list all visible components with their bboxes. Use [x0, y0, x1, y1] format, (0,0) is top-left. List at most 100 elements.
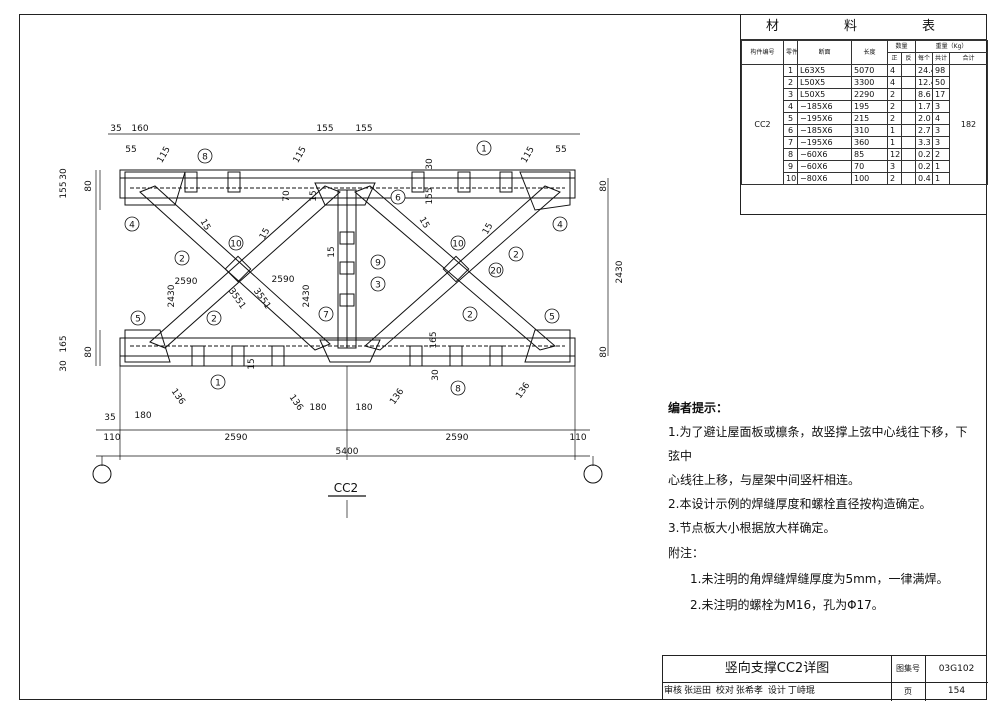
part-mark-circle	[206, 310, 222, 326]
material-cell: 2	[887, 112, 902, 125]
part-mark-label: 3	[375, 281, 381, 291]
dimension-text: 110	[569, 433, 586, 443]
gusset-plates	[124, 171, 571, 363]
material-cell: 2	[932, 148, 951, 161]
material-cell: −185X6	[797, 100, 852, 113]
material-cell: L50X5	[797, 88, 852, 101]
check-name: 张希孝	[735, 686, 763, 696]
dimension-text: 15	[327, 246, 337, 257]
material-cell: −60X6	[797, 148, 852, 161]
material-cell: 2290	[851, 88, 888, 101]
dimension-text: 80	[84, 346, 94, 358]
page-label: 页	[891, 682, 926, 701]
hdr-w-total: 合计	[949, 52, 989, 65]
dimension-text: 136	[287, 393, 305, 413]
dimension-text: 136	[169, 387, 187, 407]
dimension-text: 2590	[446, 433, 469, 443]
part-mark-circle	[450, 380, 466, 396]
material-cell: 215	[851, 112, 888, 125]
dimension-text: 15	[481, 222, 495, 237]
material-cell: 8.6	[915, 88, 934, 101]
part-mark-label: 2	[467, 311, 473, 321]
hdr-qty-neg: 反	[900, 52, 917, 65]
material-cell: 1	[887, 124, 902, 137]
dimension-text: 70	[282, 190, 292, 202]
dimension-text: 30	[425, 158, 435, 170]
material-cell: 3	[932, 136, 951, 149]
dimension-text: 115	[520, 145, 537, 165]
hdr-section: 断面	[797, 40, 852, 65]
part-mark-circle	[544, 308, 560, 324]
material-cell: 360	[851, 136, 888, 149]
dimension-text: 136	[388, 387, 406, 407]
dimension-text: 80	[599, 346, 609, 358]
dimension-text: 5400	[336, 447, 359, 457]
part-mark-label: 6	[395, 194, 401, 204]
note-item: 2.本设计示例的焊缝厚度和螺栓直径按构造确定。	[668, 497, 932, 511]
material-cell: 1	[932, 160, 951, 173]
dimension-text: 155	[316, 124, 333, 134]
dimension-text: 15	[417, 216, 431, 231]
part-mark-label: 9	[375, 259, 381, 269]
material-cell: 1	[932, 172, 951, 185]
material-cell: 0.2	[915, 160, 934, 173]
material-table-title: 材 料 表	[741, 15, 986, 40]
part-mark-circle	[124, 216, 140, 232]
dimension-text: 80	[84, 180, 94, 192]
part-mark-circle	[228, 235, 244, 251]
dimension-text: 15	[247, 358, 257, 369]
design-name: 丁峙琨	[787, 686, 815, 696]
dimension-text: 15	[258, 227, 272, 242]
material-cell: 7	[783, 136, 798, 149]
footnote-item: 2.未注明的螺栓为M16，孔为Φ17。	[690, 598, 884, 612]
material-cell	[900, 136, 917, 149]
design-label: 设计	[767, 686, 786, 696]
footnote-item: 1.未注明的角焊缝焊缝厚度为5mm，一律满焊。	[690, 572, 949, 586]
dimension-text: 110	[103, 433, 120, 443]
dimension-text: 55	[555, 145, 566, 155]
dimension-text: 155	[425, 187, 435, 204]
material-cell: 4	[887, 76, 902, 89]
dimension-text: 2430	[615, 260, 625, 283]
material-cell: 3	[932, 100, 951, 113]
hdr-qty-pos: 正	[887, 52, 902, 65]
material-cell: 1	[887, 136, 902, 149]
review-label: 审核	[664, 686, 683, 696]
material-table: 材 料 表 构件编号 零件号 断面 长度 数量 重量（Kg） 正 反 每个 共计…	[740, 14, 989, 215]
dimension-text: 30	[59, 360, 69, 372]
material-cell: 8	[783, 148, 798, 161]
dimension-text: 2430	[167, 284, 177, 307]
part-mark-label: 1	[215, 379, 221, 389]
middle-vertical	[337, 189, 357, 349]
part-mark-circle	[210, 374, 226, 390]
material-cell: 4	[783, 100, 798, 113]
part-mark-label: 4	[129, 221, 135, 231]
material-cell: 2.0	[915, 112, 934, 125]
atlas-number: 03G102	[925, 656, 988, 683]
dimension-text: 155	[59, 181, 69, 198]
hdr-weight: 重量（Kg）	[915, 40, 989, 53]
filler-plates	[184, 171, 513, 367]
note-item: 1.为了避让屋面板或檩条，故竖撑上弦中心线往下移，下弦中	[668, 425, 968, 463]
dimension-text: 3551	[226, 287, 247, 311]
material-table-grid: 构件编号 零件号 断面 长度 数量 重量（Kg） 正 反 每个 共计 合计 CC…	[741, 40, 989, 185]
material-cell: 70	[851, 160, 888, 173]
hdr-length: 长度	[851, 40, 888, 65]
part-mark-circle	[370, 276, 386, 292]
material-cell: L50X5	[797, 76, 852, 89]
material-cell: 12.4	[915, 76, 934, 89]
review-name: 张运田	[684, 686, 712, 696]
hdr-qty: 数量	[886, 40, 917, 53]
dimension-text: 2430	[302, 284, 312, 307]
material-cell: 1.7	[915, 100, 934, 113]
part-mark-circle	[197, 148, 213, 164]
hdr-w-each: 每个	[915, 52, 934, 65]
part-mark-label: 2	[211, 315, 217, 325]
part-mark-label: 8	[202, 153, 208, 163]
material-cell	[900, 148, 917, 161]
material-cell: 2.7	[915, 124, 934, 137]
